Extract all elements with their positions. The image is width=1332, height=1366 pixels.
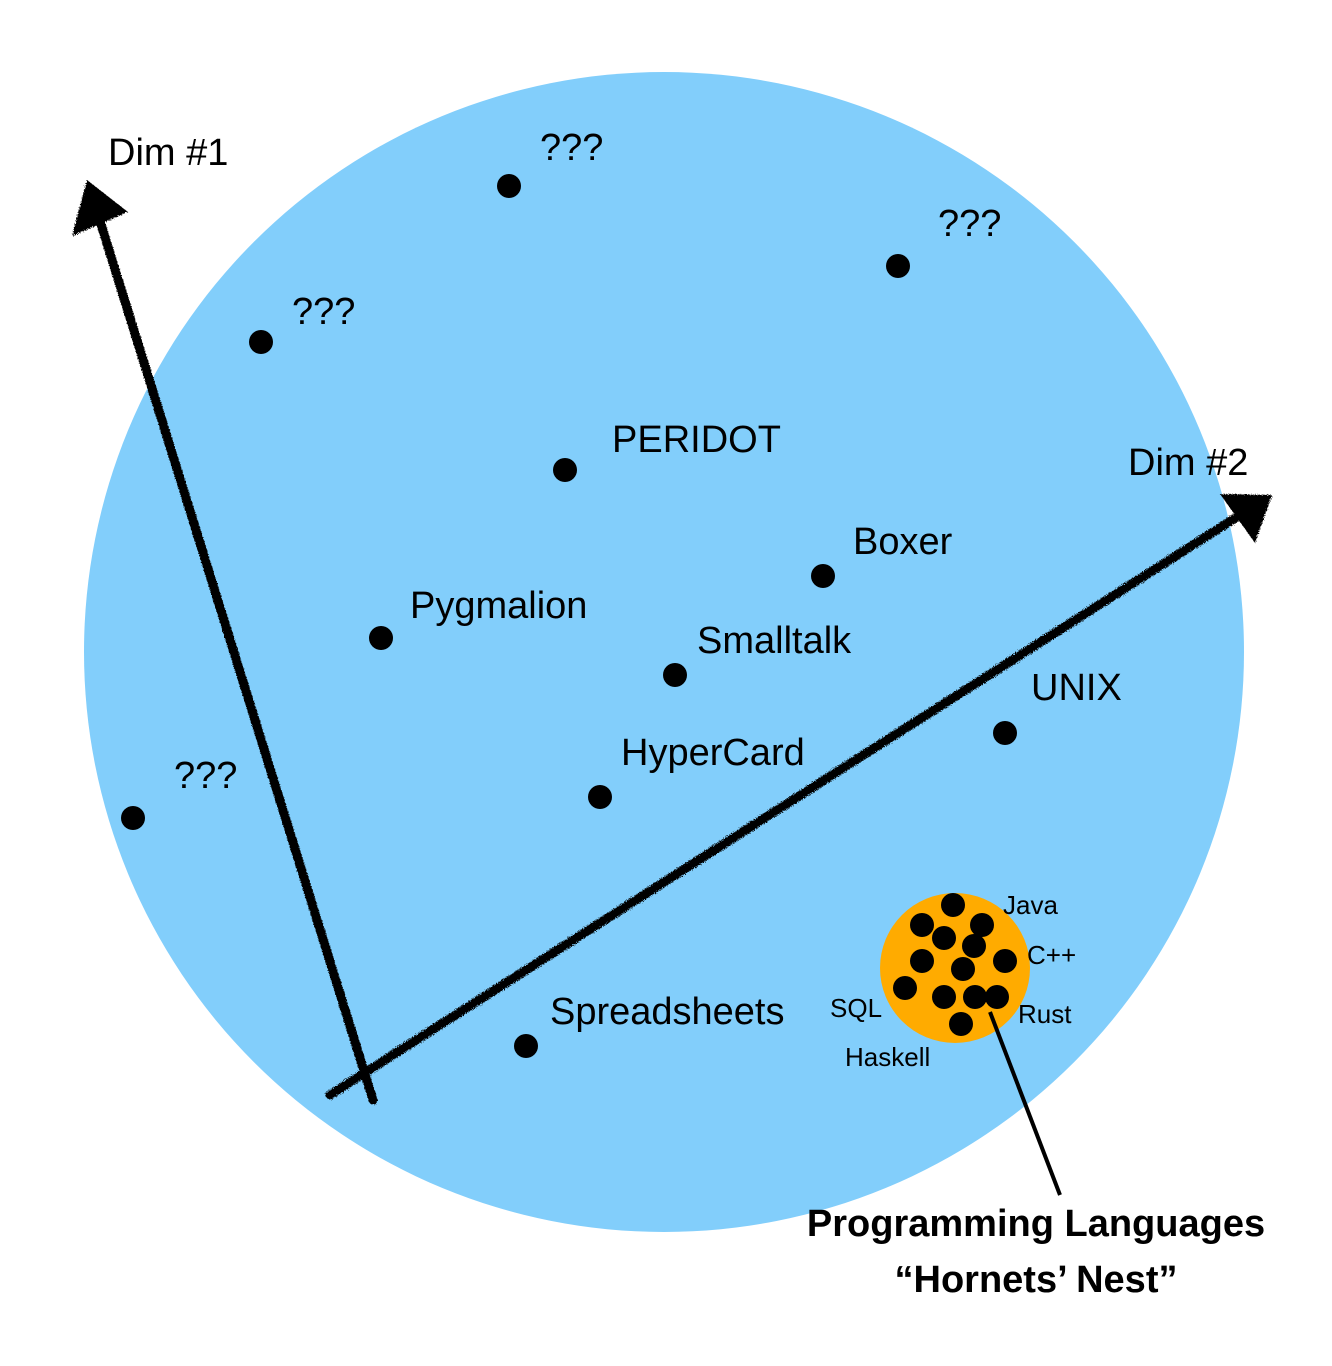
point-peridot <box>553 458 577 482</box>
dim1-arrowhead <box>72 180 128 236</box>
point-unknown-1 <box>497 174 521 198</box>
label-unknown-3: ??? <box>292 291 355 333</box>
cluster-point <box>962 934 986 958</box>
point-spreadsheets <box>514 1034 538 1058</box>
cluster-pointer-line <box>988 1011 1062 1196</box>
label-boxer: Boxer <box>853 521 953 563</box>
point-hypercard <box>588 785 612 809</box>
cluster-point <box>893 976 917 1000</box>
design-space-circle <box>84 72 1244 1232</box>
dim2-label: Dim #2 <box>1128 442 1248 484</box>
label-smalltalk: Smalltalk <box>697 620 852 662</box>
cluster-point <box>910 913 934 937</box>
point-unix <box>993 721 1017 745</box>
label-unknown-2: ??? <box>938 203 1001 245</box>
point-boxer <box>811 564 835 588</box>
cluster-point <box>932 985 956 1009</box>
label-pygmalion: Pygmalion <box>410 585 587 627</box>
cluster-point <box>949 1012 973 1036</box>
point-unknown-2 <box>886 254 910 278</box>
dim1-axis <box>72 180 378 1105</box>
cluster-points <box>893 893 1017 1036</box>
point-unknown-4 <box>121 806 145 830</box>
dim2-axis <box>325 494 1272 1100</box>
label-sql: SQL <box>830 993 882 1023</box>
label-haskell: Haskell <box>845 1042 930 1072</box>
label-unknown-1: ??? <box>540 127 603 169</box>
label-unknown-4: ??? <box>174 755 237 797</box>
cluster-point <box>963 985 987 1009</box>
point-smalltalk <box>663 663 687 687</box>
label-spreadsheets: Spreadsheets <box>550 991 785 1033</box>
label-rust: Rust <box>1018 999 1072 1029</box>
cluster-point <box>932 926 956 950</box>
label-unix: UNIX <box>1031 667 1122 709</box>
cluster-point <box>910 949 934 973</box>
cluster-point <box>970 913 994 937</box>
cluster-title-line1: Programming Languages <box>807 1203 1265 1245</box>
point-unknown-3 <box>249 330 273 354</box>
cluster-point <box>951 957 975 981</box>
label-cpp: C++ <box>1027 940 1076 970</box>
dim1-label: Dim #1 <box>108 132 228 174</box>
point-pygmalion <box>369 626 393 650</box>
cluster-point <box>941 893 965 917</box>
cluster-point <box>985 985 1009 1009</box>
label-hypercard: HyperCard <box>621 732 805 774</box>
label-peridot: PERIDOT <box>612 419 781 461</box>
cluster-point <box>993 949 1017 973</box>
label-java: Java <box>1003 890 1058 920</box>
cluster-title-line2: “Hornets’ Nest” <box>895 1259 1178 1301</box>
dim2-arrowhead <box>1220 494 1272 543</box>
